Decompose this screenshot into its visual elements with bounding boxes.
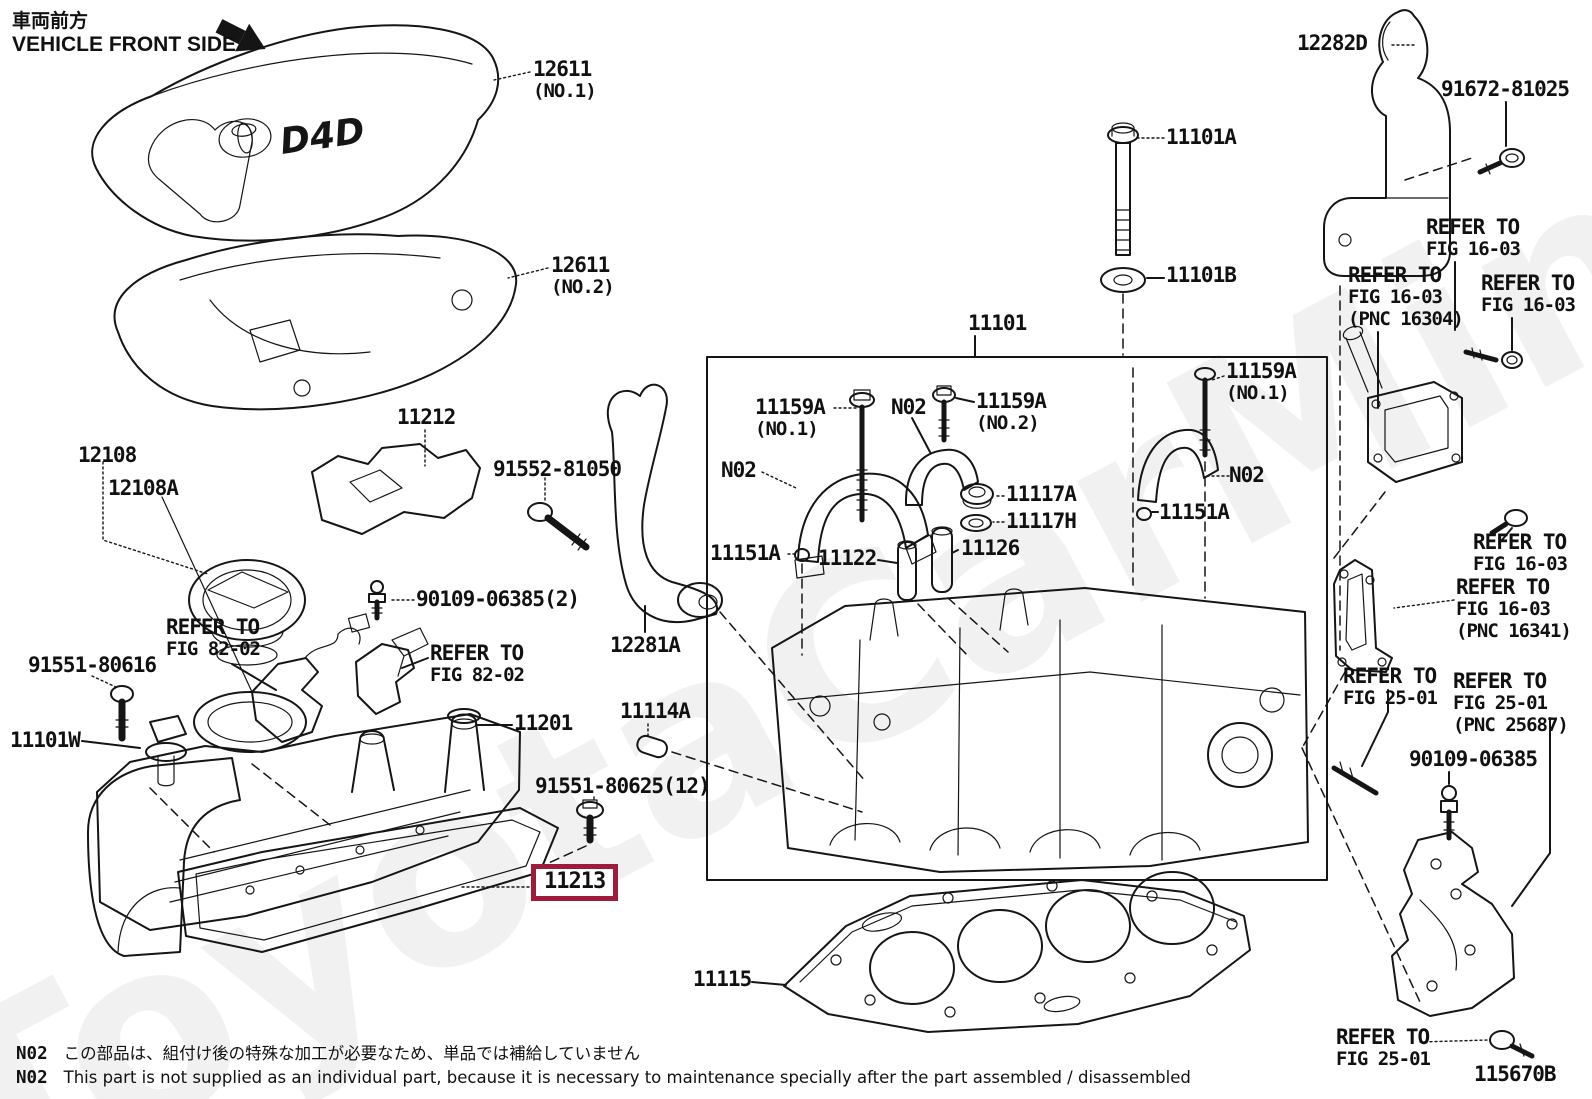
part-label-90109-06385: 90109-06385 [1409,747,1538,771]
cap-11151a-left-drawing [787,548,810,656]
bolt-91551-80616-drawing [91,675,134,742]
part-label-11159a-no1-left: 11159A(NO.1) [755,395,826,440]
vehicle-front-side-en: VEHICLE FRONT SIDE [12,33,237,56]
part-label-11151a-left: 11151A [710,541,781,565]
vehicle-front-side-jp: 車両前方 [12,10,89,32]
part-label-11213-highlighted: 11213 [531,864,619,901]
part-label-12282d: 12282D [1297,31,1368,55]
stay-bracket-b-drawing [355,627,429,715]
stay-bracket-a-drawing [231,613,371,743]
front-direction-arrow-icon [215,19,266,52]
part-label-91552-81050: 91552-81050 [493,457,622,481]
note-tag: N02 [16,1044,48,1064]
part-label-90109-06385x2: 90109-06385(2) [416,587,580,611]
bolt-11159a-no2-drawing [932,385,975,443]
bolt-91672-81025-drawing [1477,101,1525,175]
bolt-90109-06385-drawing [1440,771,1458,841]
note-tag: N02 [16,1068,48,1088]
bolt-91552-81050-drawing [527,477,590,551]
part-label-11117h: 11117H [1006,509,1077,533]
part-label-11117a: 11117A [1006,482,1077,506]
part-label-n02-right: N02 [1229,463,1265,487]
engine-cover-no2-drawing [113,233,549,411]
engine-cover-no1-drawing: D4D [91,24,531,242]
gasket-16341-drawing [1301,559,1455,1003]
hook-bracket-12282d-drawing [1323,9,1473,651]
valve-cover-11201-drawing [87,708,521,957]
oil-filler-cap-drawing [102,461,306,666]
cover-badge-text: D4D [278,111,368,163]
part-label-n02-left: N02 [721,458,757,482]
part-label-11101b: 11101B [1166,263,1237,287]
part-label-11151a-right: 11151A [1159,500,1230,524]
mounting-bracket-25687-drawing [1391,717,1551,1017]
figure-code: 115670B [1474,1062,1557,1086]
bearing-cap-n02-left-drawing [761,471,937,579]
part-label-12611-no2: 12611(NO.2) [551,253,615,298]
head-bolt-11101a-drawing [1107,122,1165,256]
bolt-11159a-no1-left-drawing [833,389,875,523]
part-label-11115: 11115 [693,967,752,991]
part-label-11101: 11101 [968,311,1027,335]
washer-11101b-drawing [1100,267,1165,356]
cylinder-head-body-drawing [771,367,1309,873]
bolt-fig1603-drawing [1489,509,1528,541]
pin-11114a-drawing [636,723,863,813]
part-label-11159a-no1-right: 11159A(NO.1) [1226,359,1297,404]
plug-11117a-drawing [960,483,1005,509]
part-label-11201: 11201 [514,711,573,735]
part-label-11101w: 11101W [10,728,81,752]
vehicle-front-side-note: 車両前方 VEHICLE FRONT SIDE [12,6,236,57]
part-label-11101a: 11101A [1166,125,1237,149]
ring-11117h-drawing [960,514,1005,532]
part-label-91551-80616: 91551-80616 [28,653,157,677]
stud-fig2501-drawing [1331,689,1389,796]
cam-position-sensor-11101w-drawing [81,715,215,853]
part-label-11159a-no2: 11159A(NO.2) [976,389,1047,434]
bolt-fig2501-bottom-drawing [1419,1030,1535,1059]
head-cover-11212-drawing [311,429,481,535]
bearing-cap-n02-right-drawing [1137,428,1230,503]
part-label-12281a: 12281A [610,633,681,657]
oil-cap-gasket-drawing [161,496,331,826]
stud-90109-06385x2-drawing [368,580,415,621]
head-gasket-11115-drawing [751,871,1251,1033]
part-label-12108: 12108 [78,443,137,467]
part-label-n02-top: N02 [891,395,927,419]
part-label-11122: 11122 [818,546,877,570]
part-label-12108a: 12108A [108,476,179,500]
part-label-11212: 11212 [397,405,456,429]
part-label-91672-81025: 91672-81025 [1441,77,1570,101]
part-label-12611-no1: 12611(NO.1) [533,57,597,102]
bearing-cap-n02-top-drawing [904,417,979,506]
bolt-11159a-no1-right-drawing [1194,367,1225,599]
cylinder-head-box [706,335,1328,881]
valve-guides-drawing [877,526,1009,659]
bolt-91551-80625-drawing [541,796,604,867]
valve-cover-gasket-11213-drawing [177,807,559,953]
engine-hanger-12281a-drawing [606,383,867,783]
water-outlet-drawing [1333,261,1523,559]
part-label-91551-80625: 91551-80625(12) [535,774,711,798]
part-label-11114a: 11114A [620,699,691,723]
cap-11151a-right-drawing [1136,507,1159,521]
part-label-11126: 11126 [961,536,1020,560]
